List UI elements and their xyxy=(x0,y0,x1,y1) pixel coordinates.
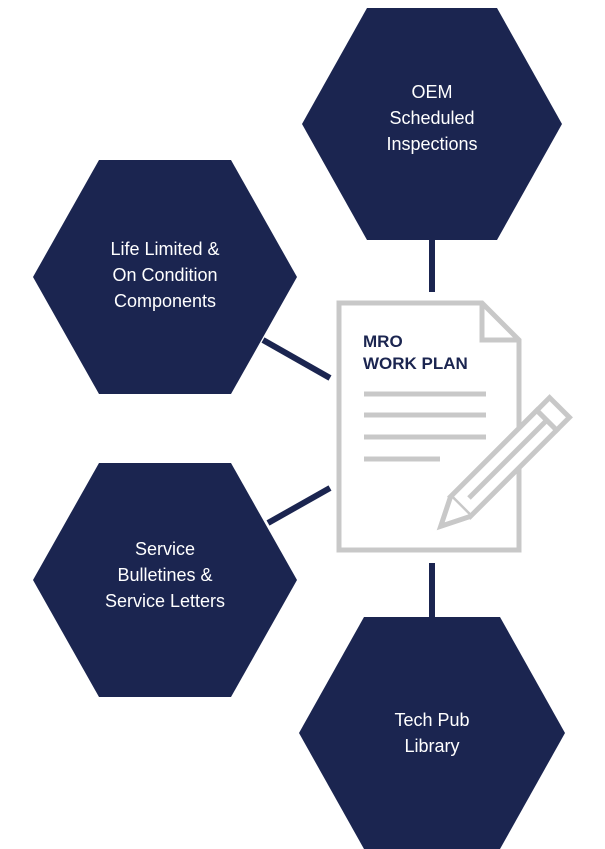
document-with-pencil-icon xyxy=(336,300,573,553)
hexagon-service-bulletins xyxy=(33,463,297,697)
hexagon-life-limited xyxy=(33,160,297,394)
connector-service-bulletins xyxy=(266,485,332,526)
pencil-icon xyxy=(436,394,573,531)
label-service-bulletins: Service Bulletines & Service Letters xyxy=(104,539,226,611)
pencil-groove xyxy=(467,418,549,500)
pencil-tip xyxy=(436,495,472,531)
connectors xyxy=(261,238,435,618)
hexagon-oem xyxy=(302,8,562,240)
label-oem: OEM Scheduled Inspections xyxy=(386,82,478,154)
connector-life-limited xyxy=(261,337,332,381)
label-life-limited: Life Limited & On Condition Components xyxy=(110,239,220,311)
label-tech-pub: Tech Pub Library xyxy=(394,710,470,756)
work-plan-title: MRO WORK PLAN xyxy=(363,332,468,373)
document-folded-corner xyxy=(479,303,519,343)
hexagon-tech-pub xyxy=(299,617,565,849)
